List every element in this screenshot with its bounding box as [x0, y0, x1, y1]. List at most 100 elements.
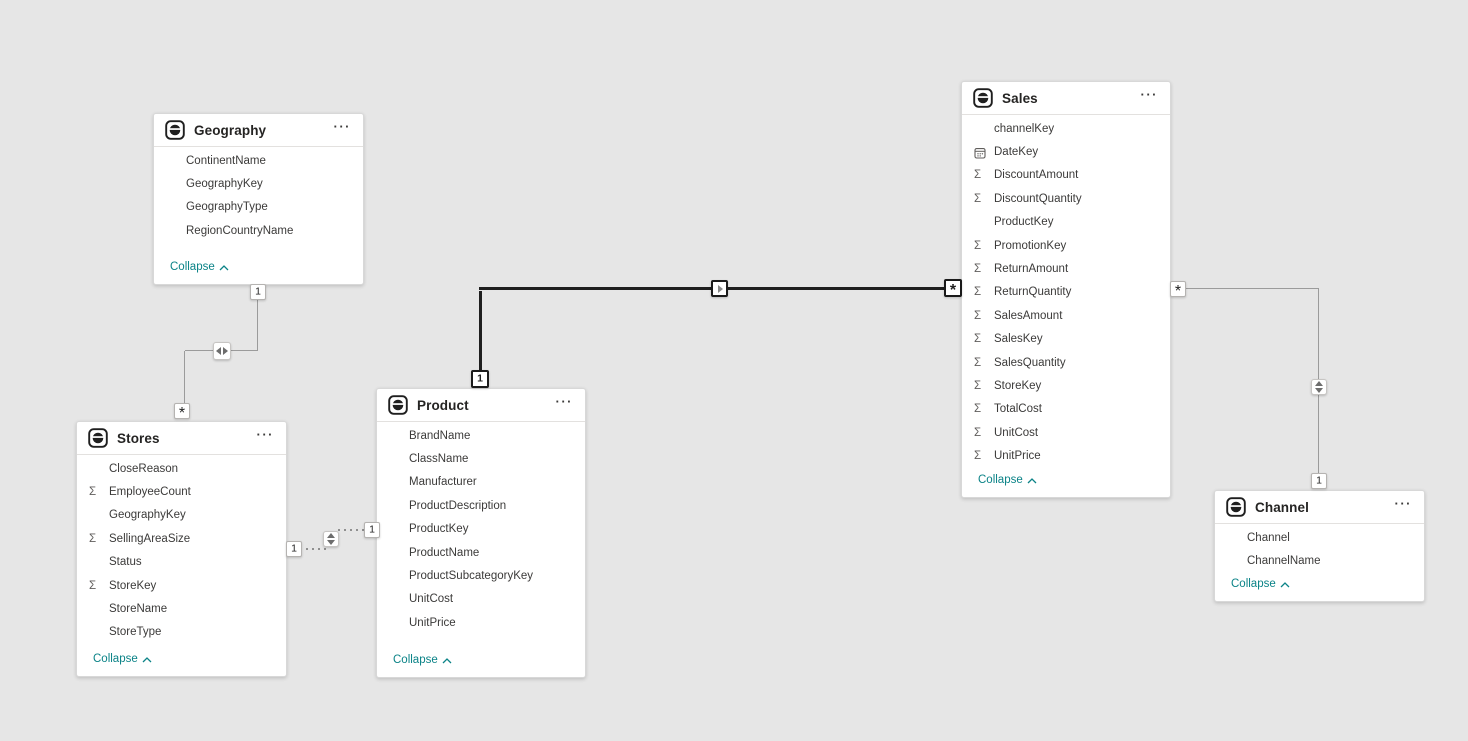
- field-row-GeographyKey[interactable]: GeographyKey: [154, 172, 363, 195]
- cross-filter-both-icon[interactable]: [1311, 379, 1327, 395]
- field-row-BrandName[interactable]: BrandName: [377, 424, 585, 447]
- collapse-button[interactable]: Collapse: [154, 261, 363, 284]
- field-row-Manufacturer[interactable]: Manufacturer: [377, 471, 585, 494]
- sigma-icon: Σ: [974, 356, 982, 369]
- cross-filter-both-icon[interactable]: [213, 342, 231, 360]
- field-row-GeographyKey[interactable]: GeographyKey: [77, 504, 286, 527]
- collapse-label: Collapse: [170, 261, 215, 273]
- sigma-icon: Σ: [974, 263, 982, 276]
- cardinality-badge-one: 1: [286, 541, 302, 557]
- sigma-icon: Σ: [974, 239, 982, 252]
- field-label: CloseReason: [109, 462, 179, 475]
- field-row-ProductName[interactable]: ProductName: [377, 541, 585, 564]
- field-label: ProductSubcategoryKey: [409, 570, 534, 583]
- sigma-icon: Σ: [974, 169, 982, 182]
- field-row-GeographyType[interactable]: GeographyType: [154, 196, 363, 219]
- relationship-stores-product-line[interactable]: [338, 529, 365, 531]
- table-header[interactable]: Sales ···: [962, 82, 1170, 115]
- relationship-geography-stores-line[interactable]: [257, 298, 259, 351]
- field-label: UnitCost: [409, 593, 454, 606]
- field-row-StoreType[interactable]: StoreType: [77, 621, 286, 644]
- cross-filter-both-icon[interactable]: [323, 531, 339, 547]
- field-row-UnitCost[interactable]: UnitCost: [377, 588, 585, 611]
- field-label: DateKey: [994, 146, 1039, 159]
- chevron-up-icon: [219, 264, 229, 270]
- table-title: Sales: [1002, 90, 1038, 106]
- field-row-RegionCountryName[interactable]: RegionCountryName: [154, 219, 363, 242]
- more-options-button[interactable]: ···: [333, 119, 351, 134]
- relationship-geography-stores-line[interactable]: [184, 351, 186, 404]
- more-options-button[interactable]: ···: [256, 427, 274, 442]
- cardinality-badge-one: 1: [250, 284, 266, 300]
- table-icon: [388, 395, 408, 415]
- relationship-sales-channel-line[interactable]: [1186, 288, 1319, 290]
- table-header[interactable]: Product ···: [377, 389, 585, 422]
- cross-filter-single-icon[interactable]: [711, 280, 728, 297]
- field-row-ChannelName[interactable]: ChannelName: [1215, 549, 1424, 572]
- field-row-ClassName[interactable]: ClassName: [377, 447, 585, 470]
- collapse-label: Collapse: [93, 653, 138, 665]
- field-row-ProductKey[interactable]: ProductKey: [377, 518, 585, 541]
- field-row-CloseReason[interactable]: CloseReason: [77, 457, 286, 480]
- collapse-button[interactable]: Collapse: [77, 653, 286, 676]
- table-header[interactable]: Stores ···: [77, 422, 286, 455]
- more-options-button[interactable]: ···: [555, 394, 573, 409]
- field-label: ProductKey: [994, 216, 1054, 229]
- collapse-button[interactable]: Collapse: [962, 474, 1170, 497]
- field-row-Channel[interactable]: Channel: [1215, 526, 1424, 549]
- field-row-ProductKey[interactable]: ProductKey: [962, 211, 1170, 234]
- field-label: ProductName: [409, 546, 480, 559]
- field-row-DateKey[interactable]: DateKey: [962, 140, 1170, 163]
- table-header[interactable]: Geography ···: [154, 114, 363, 147]
- chevron-up-icon: [142, 656, 152, 662]
- field-row-UnitPrice[interactable]: UnitPrice: [377, 611, 585, 634]
- sigma-icon: Σ: [974, 333, 982, 346]
- sigma-icon: Σ: [89, 486, 97, 499]
- filter-direction-arrow-icon: [718, 284, 723, 293]
- field-row-ContinentName[interactable]: ContinentName: [154, 149, 363, 172]
- field-label: UnitPrice: [994, 450, 1041, 463]
- field-label: StoreKey: [994, 379, 1042, 392]
- field-row-ProductSubcategoryKey[interactable]: ProductSubcategoryKey: [377, 564, 585, 587]
- table-header[interactable]: Channel ···: [1215, 491, 1424, 524]
- field-row-Status[interactable]: Status: [77, 551, 286, 574]
- collapse-button[interactable]: Collapse: [377, 654, 585, 677]
- more-options-button[interactable]: ···: [1140, 87, 1158, 102]
- field-label: GeographyKey: [186, 178, 263, 191]
- field-label: BrandName: [409, 429, 471, 442]
- field-label: Status: [109, 556, 142, 569]
- field-label: Channel: [1247, 531, 1290, 544]
- collapse-button[interactable]: Collapse: [1215, 578, 1424, 601]
- chevron-up-icon: [442, 657, 452, 663]
- more-options-button[interactable]: ···: [1394, 496, 1412, 511]
- relationship-product-sales-line[interactable]: [479, 291, 482, 372]
- relationship-stores-product-line[interactable]: [300, 548, 327, 550]
- field-row-ProductDescription[interactable]: ProductDescription: [377, 494, 585, 517]
- field-label: ChannelName: [1247, 555, 1321, 568]
- field-row-StoreName[interactable]: StoreName: [77, 597, 286, 620]
- field-row-channelKey[interactable]: channelKey: [962, 117, 1170, 140]
- table-icon: [973, 88, 993, 108]
